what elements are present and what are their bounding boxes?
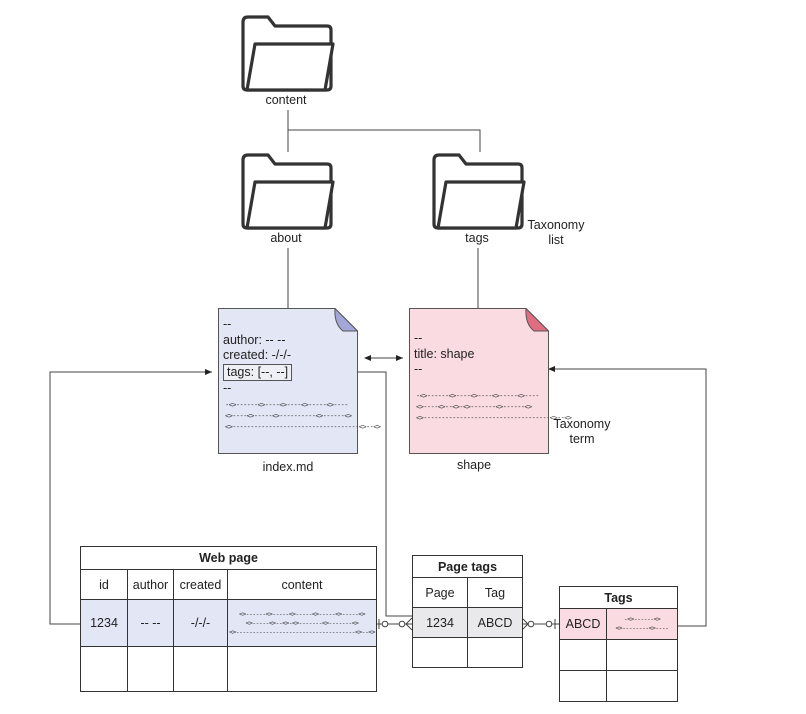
cell-tag: ABCD	[467, 607, 523, 638]
column-header-tag: Tag	[467, 577, 523, 608]
column-header-author: author	[127, 569, 174, 600]
document-index-shape	[218, 308, 358, 454]
table-tags: Tags ABCD -<>------<> <>--------<>----	[559, 586, 678, 702]
table-row	[80, 646, 377, 692]
document-shape-shape	[409, 308, 549, 454]
index-tags-field: tags: [--, --]	[223, 363, 293, 381]
folder-icon	[241, 15, 335, 92]
table-row	[559, 639, 678, 671]
cell-author: -- --	[127, 599, 174, 647]
taxonomy-term-note: Taxonomy term	[553, 417, 611, 446]
table-title-web-page: Web page	[80, 546, 377, 570]
document-label-index: index.md	[262, 460, 314, 474]
document-shape-body: -<>------<>----<>----<>-----<>---- <>---…	[416, 392, 572, 422]
document-index-frontmatter: -- author: -- -- created: -/-/- tags: [-…	[223, 317, 293, 395]
column-header-created: created	[173, 569, 228, 600]
tree-line-branch	[288, 129, 481, 152]
tags-to-shape-arrow	[548, 366, 707, 627]
column-header-content: content	[227, 569, 377, 600]
table-web-page: Web page id author created content 1234 …	[80, 546, 377, 692]
cell-page: 1234	[412, 607, 468, 638]
column-header-id: id	[80, 569, 128, 600]
cell-created: -/-/-	[173, 599, 228, 647]
table-row: 1234 -- -- -/-/- <>------<>-----<>-----<…	[80, 599, 377, 647]
column-header-page: Page	[412, 577, 468, 608]
cell-tag-id: ABCD	[559, 608, 607, 640]
folder-icon	[241, 153, 335, 230]
table-row: 1234 ABCD	[412, 607, 523, 638]
table-row	[559, 670, 678, 702]
folder-label-tags: tags	[465, 231, 489, 245]
folder-label-about: about	[270, 231, 302, 245]
cell-content: <>------<>-----<>-----<>-----<>-----<> <…	[227, 599, 377, 647]
table-row: ABCD -<>------<> <>--------<>----	[559, 608, 678, 640]
folder-icon	[432, 153, 526, 230]
table-title-tags: Tags	[559, 586, 678, 609]
taxonomy-list-note: Taxonomy list	[527, 218, 585, 247]
folder-label-content: content	[265, 93, 307, 107]
table-row	[412, 637, 523, 668]
table-page-tags: Page tags Page Tag 1234 ABCD	[412, 555, 523, 668]
table-title-page-tags: Page tags	[412, 555, 523, 578]
document-index-body: -<>------<>----<>----<>-----<>---- <>---…	[225, 401, 381, 431]
cell-id: 1234	[80, 599, 128, 647]
webpage-to-index-arrow	[49, 369, 212, 625]
document-shape-frontmatter: -- title: shape --	[414, 331, 475, 376]
document-label-shape: shape	[456, 458, 492, 472]
cell-tag-content: -<>------<> <>--------<>----	[606, 608, 678, 640]
